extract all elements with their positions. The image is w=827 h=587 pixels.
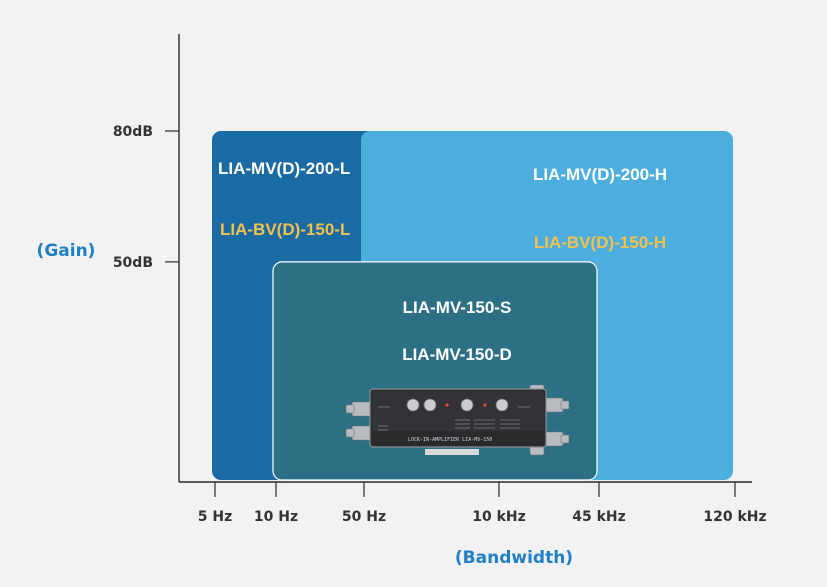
axes bbox=[178, 34, 752, 483]
y-axis-title: (Gain) bbox=[37, 241, 96, 261]
x-tick-label: 10 kHz bbox=[472, 509, 526, 525]
region-low-label-secondary: LIA-BV(D)-150-L bbox=[220, 220, 350, 239]
region-low-label-primary: LIA-MV(D)-200-L bbox=[218, 159, 350, 178]
region-high-label-secondary: LIA-BV(D)-150-H bbox=[534, 233, 666, 252]
region-mid-label-secondary: LIA-MV-150-D bbox=[402, 345, 512, 364]
regions bbox=[212, 131, 733, 481]
region-labels: LIA-MV(D)-200-L LIA-BV(D)-150-L LIA-MV(D… bbox=[218, 159, 667, 364]
y-tick-label: 50dB bbox=[113, 255, 153, 271]
x-tick-label: 45 kHz bbox=[572, 509, 626, 525]
x-tick-label: 120 kHz bbox=[703, 509, 766, 525]
x-axis-title: (Bandwidth) bbox=[455, 548, 573, 568]
y-axis-ticks: 80dB 50dB bbox=[113, 124, 179, 271]
x-tick-label: 50 Hz bbox=[342, 509, 386, 525]
y-tick-label: 80dB bbox=[113, 124, 153, 140]
device-caption: LOCK-IN-AMPLIFIER LIA-MV-150 bbox=[408, 437, 492, 443]
region-high-label-primary: LIA-MV(D)-200-H bbox=[533, 165, 667, 184]
x-axis-ticks: 5 Hz 10 Hz 50 Hz 10 kHz 45 kHz 120 kHz bbox=[198, 482, 767, 525]
region-mid-label-primary: LIA-MV-150-S bbox=[403, 298, 512, 317]
lock-in-amplifier-device-icon: LOCK-IN-AMPLIFIER LIA-MV-150 bbox=[345, 384, 570, 456]
x-tick-label: 10 Hz bbox=[254, 509, 298, 525]
x-tick-label: 5 Hz bbox=[198, 509, 232, 525]
